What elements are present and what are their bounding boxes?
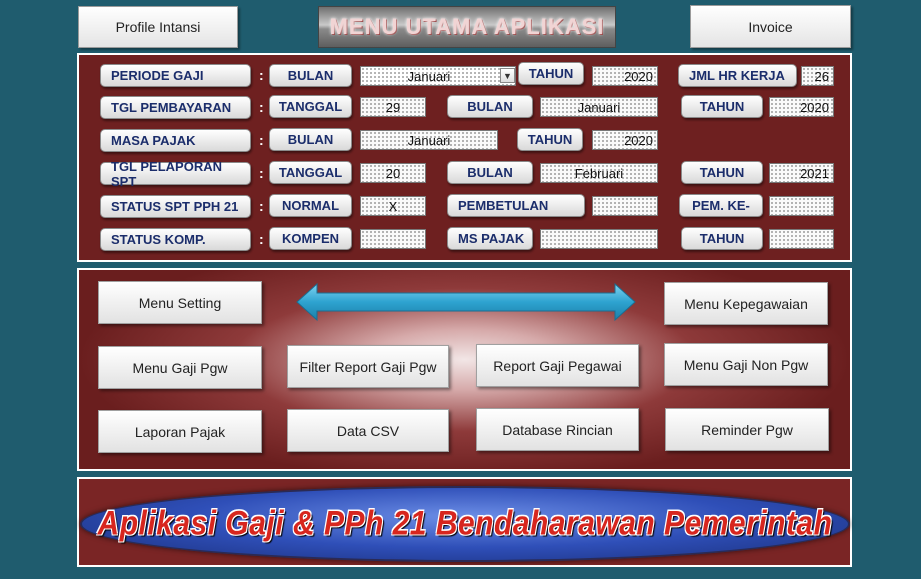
page-title: MENU UTAMA APLIKASI	[329, 14, 605, 39]
pelaporan-tanggal-field[interactable]: 20	[360, 163, 426, 183]
filter-report-gaji-button[interactable]: Filter Report Gaji Pgw	[287, 345, 449, 388]
pembayaran-bulan-label: BULAN	[447, 95, 533, 118]
masa-pajak-bulan-label: BULAN	[269, 128, 352, 151]
colon: :	[259, 67, 264, 83]
tgl-pembayaran-label: TGL PEMBAYARAN	[100, 96, 251, 119]
pembayaran-bulan-field[interactable]: Januari	[540, 97, 658, 117]
pelaporan-bulan-label: BULAN	[447, 161, 533, 184]
menu-setting-button[interactable]: Menu Setting	[98, 281, 262, 324]
periode-bulan-select[interactable]: Januari	[360, 66, 516, 86]
laporan-pajak-button[interactable]: Laporan Pajak	[98, 410, 262, 453]
pembetulan-label: PEMBETULAN	[447, 194, 585, 217]
pelaporan-tahun-label: TAHUN	[681, 161, 763, 184]
masa-pajak-tahun-field[interactable]: 2020	[592, 130, 658, 150]
colon: :	[259, 132, 264, 148]
periode-bulan-value: Januari	[407, 68, 451, 84]
pembayaran-tahun-label: TAHUN	[681, 95, 763, 118]
periode-tahun-field[interactable]: 2020	[592, 66, 658, 86]
ms-pajak-field[interactable]	[540, 229, 658, 249]
pembayaran-tanggal-field[interactable]: 29	[360, 97, 426, 117]
periode-bulan-label: BULAN	[269, 64, 352, 87]
banner-title: Aplikasi Gaji & PPh 21 Bendaharawan Peme…	[97, 504, 833, 543]
status-spt-label: STATUS SPT PPH 21	[100, 195, 251, 218]
colon: :	[259, 165, 264, 181]
double-arrow-icon	[296, 282, 636, 322]
invoice-button[interactable]: Invoice	[690, 5, 851, 48]
colon: :	[259, 231, 264, 247]
pembayaran-tanggal-label: TANGGAL	[269, 95, 352, 118]
data-csv-button[interactable]: Data CSV	[287, 409, 449, 452]
pem-ke-label: PEM. KE-	[679, 194, 763, 217]
reminder-pgw-button[interactable]: Reminder Pgw	[665, 408, 829, 451]
periode-tahun-label: TAHUN	[518, 62, 584, 85]
kompen-field[interactable]	[360, 229, 426, 249]
tgl-pelaporan-label: TGL PELAPORAN SPT	[100, 159, 251, 189]
report-gaji-pegawai-button[interactable]: Report Gaji Pegawai	[476, 344, 639, 387]
periode-gaji-label: PERIODE GAJI	[100, 64, 251, 87]
normal-label: NORMAL	[269, 194, 352, 217]
menu-kepegawaian-button[interactable]: Menu Kepegawaian	[664, 282, 828, 325]
banner-oval: Aplikasi Gaji & PPh 21 Bendaharawan Peme…	[80, 486, 850, 562]
jml-hr-kerja-field[interactable]: 26	[801, 66, 834, 86]
masa-pajak-label: MASA PAJAK	[100, 129, 251, 152]
colon: :	[259, 198, 264, 214]
pelaporan-tahun-field[interactable]: 2021	[769, 163, 834, 183]
komp-tahun-label: TAHUN	[681, 227, 763, 250]
status-komp-label: STATUS KOMP.	[100, 228, 251, 251]
colon: :	[259, 99, 264, 115]
profile-intansi-button[interactable]: Profile Intansi	[78, 6, 238, 48]
kompen-label: KOMPEN	[269, 227, 352, 250]
menu-gaji-non-pgw-button[interactable]: Menu Gaji Non Pgw	[664, 343, 828, 386]
pelaporan-bulan-field[interactable]: Februari	[540, 163, 658, 183]
normal-field[interactable]: X	[360, 196, 426, 216]
menu-gaji-pgw-button[interactable]: Menu Gaji Pgw	[98, 346, 262, 389]
pelaporan-tanggal-label: TANGGAL	[269, 161, 352, 184]
pem-ke-field[interactable]	[769, 196, 834, 216]
pembayaran-tahun-field[interactable]: 2020	[769, 97, 834, 117]
komp-tahun-field[interactable]	[769, 229, 834, 249]
ms-pajak-label: MS PAJAK	[447, 227, 533, 250]
masa-pajak-bulan-field[interactable]: Januari	[360, 130, 498, 150]
chevron-down-icon[interactable]: ▼	[500, 68, 515, 83]
masa-pajak-tahun-label: TAHUN	[517, 128, 583, 151]
database-rincian-button[interactable]: Database Rincian	[476, 408, 639, 451]
title-banner: MENU UTAMA APLIKASI	[318, 6, 616, 48]
jml-hr-kerja-label: JML HR KERJA	[678, 64, 797, 87]
pembetulan-field[interactable]	[592, 196, 658, 216]
